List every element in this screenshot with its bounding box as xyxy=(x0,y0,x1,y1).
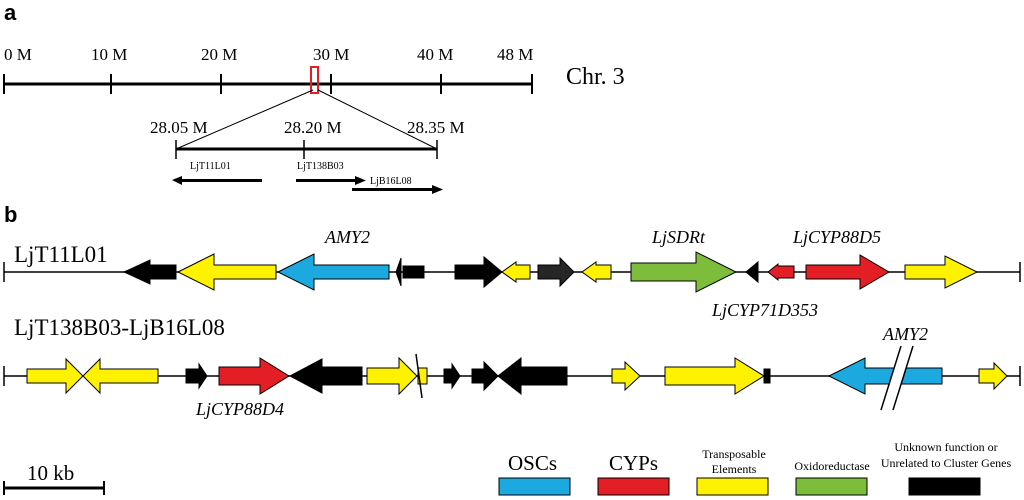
label-amy2-track1: AMY2 xyxy=(324,227,370,247)
track2-gene-unknown-3 xyxy=(443,362,461,390)
tick-label-0: 0 M xyxy=(4,45,32,64)
track1-gene-unknown-6 xyxy=(745,260,759,284)
track1-name: LjT11L01 xyxy=(14,242,108,267)
track2-gene-te-2 xyxy=(82,357,159,395)
track1-gene-te-2 xyxy=(501,261,531,283)
track2-gene-amy2 xyxy=(827,357,943,395)
label-ljsdrt: LjSDRt xyxy=(651,227,706,247)
track2-gene-te-6 xyxy=(664,357,765,395)
track1-gene-amy2 xyxy=(276,253,390,291)
label-ljcyp88d4: LjCYP88D4 xyxy=(195,399,284,419)
zoom-line-right xyxy=(317,89,438,150)
track2-gene-unknown-1 xyxy=(185,362,208,390)
track2-gene-unknown-2 xyxy=(288,358,363,394)
scale-bar-label: 10 kb xyxy=(27,461,74,485)
bac-clones: LjT11L01 LjT138B03 LjB16L08 xyxy=(172,161,443,194)
zoomed-region-axis xyxy=(175,140,438,159)
track1-gene-ljcyp88d5 xyxy=(805,254,890,290)
track1-gene-ljcyp71d353 xyxy=(767,262,795,282)
legend: OSCs CYPs Transposable Elements Oxidored… xyxy=(498,440,1012,496)
bac-arrow-1 xyxy=(172,176,262,185)
track1-gene-unknown-2 xyxy=(395,257,402,287)
legend-unknown-label-1: Unknown function or xyxy=(894,440,997,454)
track2-name: LjT138B03-LjB16L08 xyxy=(14,315,225,340)
legend-osc-label: OSCs xyxy=(508,451,557,475)
zoom-tick-label-3: 28.35 M xyxy=(407,118,465,137)
track2 xyxy=(3,353,1021,399)
track2-gene-labels: LjCYP88D4 AMY2 xyxy=(195,324,928,419)
legend-cyp-swatch xyxy=(597,477,670,496)
track1-gene-te-1 xyxy=(176,253,277,291)
legend-te-label-1: Transposable xyxy=(702,447,766,461)
track2-gene-unknown-6 xyxy=(763,368,771,384)
label-ljcyp71d353: LjCYP71D353 xyxy=(711,300,818,320)
chromosome-tick-labels: 0 M 10 M 20 M 30 M 40 M 48 M xyxy=(4,45,533,64)
zoom-tick-label-2: 28.20 M xyxy=(284,118,342,137)
track2-gene-te-1 xyxy=(26,357,84,395)
legend-osc-swatch xyxy=(498,477,571,496)
tick-label-20: 20 M xyxy=(201,45,237,64)
tick-label-10: 10 M xyxy=(91,45,127,64)
zoom-tick-label-1: 28.05 M xyxy=(150,118,208,137)
zoom-tick-labels: 28.05 M 28.20 M 28.35 M xyxy=(150,118,465,137)
track2-gene-te-7 xyxy=(978,361,1008,391)
track1-gene-ljsdrt xyxy=(630,251,738,293)
track1-gene-unknown-3 xyxy=(402,265,425,279)
axis-break xyxy=(880,345,914,411)
track2-gene-unknown-4 xyxy=(471,360,499,392)
legend-unknown-swatch xyxy=(908,477,981,496)
chromosome-axis xyxy=(3,66,533,94)
label-ljcyp88d5: LjCYP88D5 xyxy=(792,227,881,247)
tick-label-40: 40 M xyxy=(417,45,453,64)
track1-gene-unknown-5 xyxy=(537,256,575,288)
track2-gene-te-5 xyxy=(611,360,641,392)
tick-label-30: 30 M xyxy=(313,45,349,64)
track1-gene-te-3 xyxy=(581,261,612,283)
legend-oxido-swatch xyxy=(795,477,868,496)
track2-gene-te-3 xyxy=(366,356,418,396)
bac-label-3: LjB16L08 xyxy=(370,176,412,187)
track1 xyxy=(3,251,1021,293)
track1-gene-labels: AMY2 LjSDRt LjCYP88D5 LjCYP71D353 xyxy=(324,227,881,320)
scale-bar: 10 kb xyxy=(3,461,105,495)
track1-gene-unknown-1 xyxy=(122,259,177,285)
track2-break-mark xyxy=(415,353,423,399)
axis-break-gap xyxy=(881,346,913,410)
legend-te-label-2: Elements xyxy=(712,462,757,476)
bac-label-2: LjT138B03 xyxy=(297,161,344,172)
legend-oxido-label: Oxidoreductase xyxy=(794,459,869,473)
tick-label-48: 48 M xyxy=(497,45,533,64)
track2-gene-unknown-5 xyxy=(497,356,568,396)
bac-arrow-2 xyxy=(296,176,366,185)
zoom-line-left xyxy=(175,89,314,150)
axis-break-line-2 xyxy=(892,345,914,411)
panel-b-label: b xyxy=(4,202,17,227)
legend-cyp-label: CYPs xyxy=(609,451,658,475)
legend-unknown-label-2: Unrelated to Cluster Genes xyxy=(881,456,1012,470)
cluster-region-marker xyxy=(310,66,319,94)
track1-gene-unknown-4 xyxy=(454,255,503,289)
track1-gene-te-4 xyxy=(904,255,979,289)
track2-gene-ljcyp88d4 xyxy=(218,357,290,395)
bac-label-1: LjT11L01 xyxy=(190,161,231,172)
chromosome-name: Chr. 3 xyxy=(566,64,625,90)
label-amy2-track2: AMY2 xyxy=(882,324,928,344)
panel-a-label: a xyxy=(4,0,17,25)
legend-te-swatch xyxy=(696,477,769,496)
axis-break-line-1 xyxy=(880,345,902,411)
bac-arrow-3 xyxy=(352,185,443,194)
